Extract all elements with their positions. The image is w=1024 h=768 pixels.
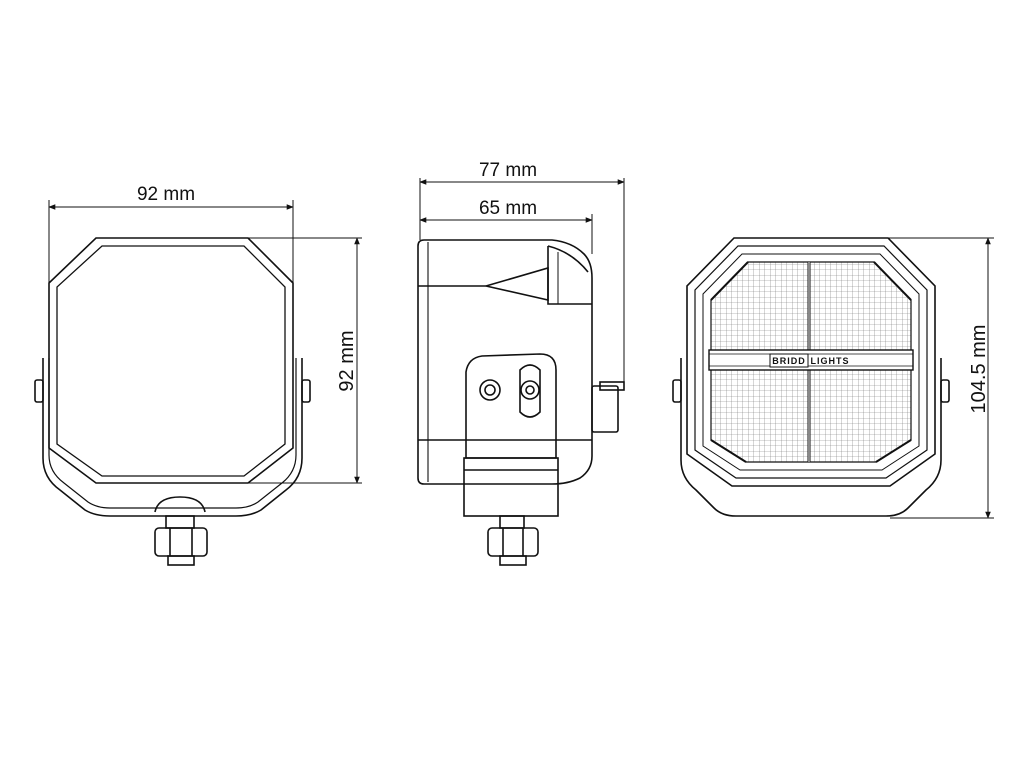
side-body-depth-label: 65 mm [479, 198, 537, 219]
front-height-label: 92 mm [336, 330, 358, 391]
rear-lens-grid [708, 261, 914, 463]
front-bracket [42, 358, 303, 517]
side-heatsink-fin [485, 266, 549, 302]
rear-brand-bar [708, 349, 914, 371]
side-bolt-nut [487, 527, 539, 557]
rear-housing-inner [694, 245, 928, 479]
rear-brand-left: BRIDD [772, 356, 806, 366]
rear-view [672, 237, 950, 517]
rear-height-label: 104.5 mm [968, 325, 990, 414]
front-mount-boss [154, 496, 206, 513]
side-housing [417, 239, 593, 485]
side-view [417, 239, 625, 566]
front-view [34, 237, 311, 566]
front-housing-outer [48, 237, 294, 484]
side-wing-nut [519, 364, 541, 418]
front-bolt-nut [154, 527, 208, 557]
rear-bracket [680, 358, 942, 517]
side-hex-bolt [479, 379, 501, 401]
rear-dimensions [816, 237, 994, 519]
front-bolt-stem [165, 515, 195, 529]
side-dimensions [419, 178, 625, 382]
rear-knob-left [672, 379, 682, 403]
side-bolt-stem [499, 515, 525, 529]
rear-housing-outer [686, 237, 936, 487]
side-connector [591, 385, 619, 433]
side-bracket-base [463, 457, 559, 517]
front-knob-left [34, 379, 44, 403]
front-knob-right [301, 379, 311, 403]
side-total-depth-label: 77 mm [479, 160, 537, 181]
front-lens [56, 245, 286, 477]
front-width-label: 92 mm [137, 184, 195, 205]
rear-brand-right: LIGHTS [811, 356, 850, 366]
side-bracket [465, 353, 557, 459]
front-dimensions [48, 200, 362, 484]
rear-knob-right [940, 379, 950, 403]
